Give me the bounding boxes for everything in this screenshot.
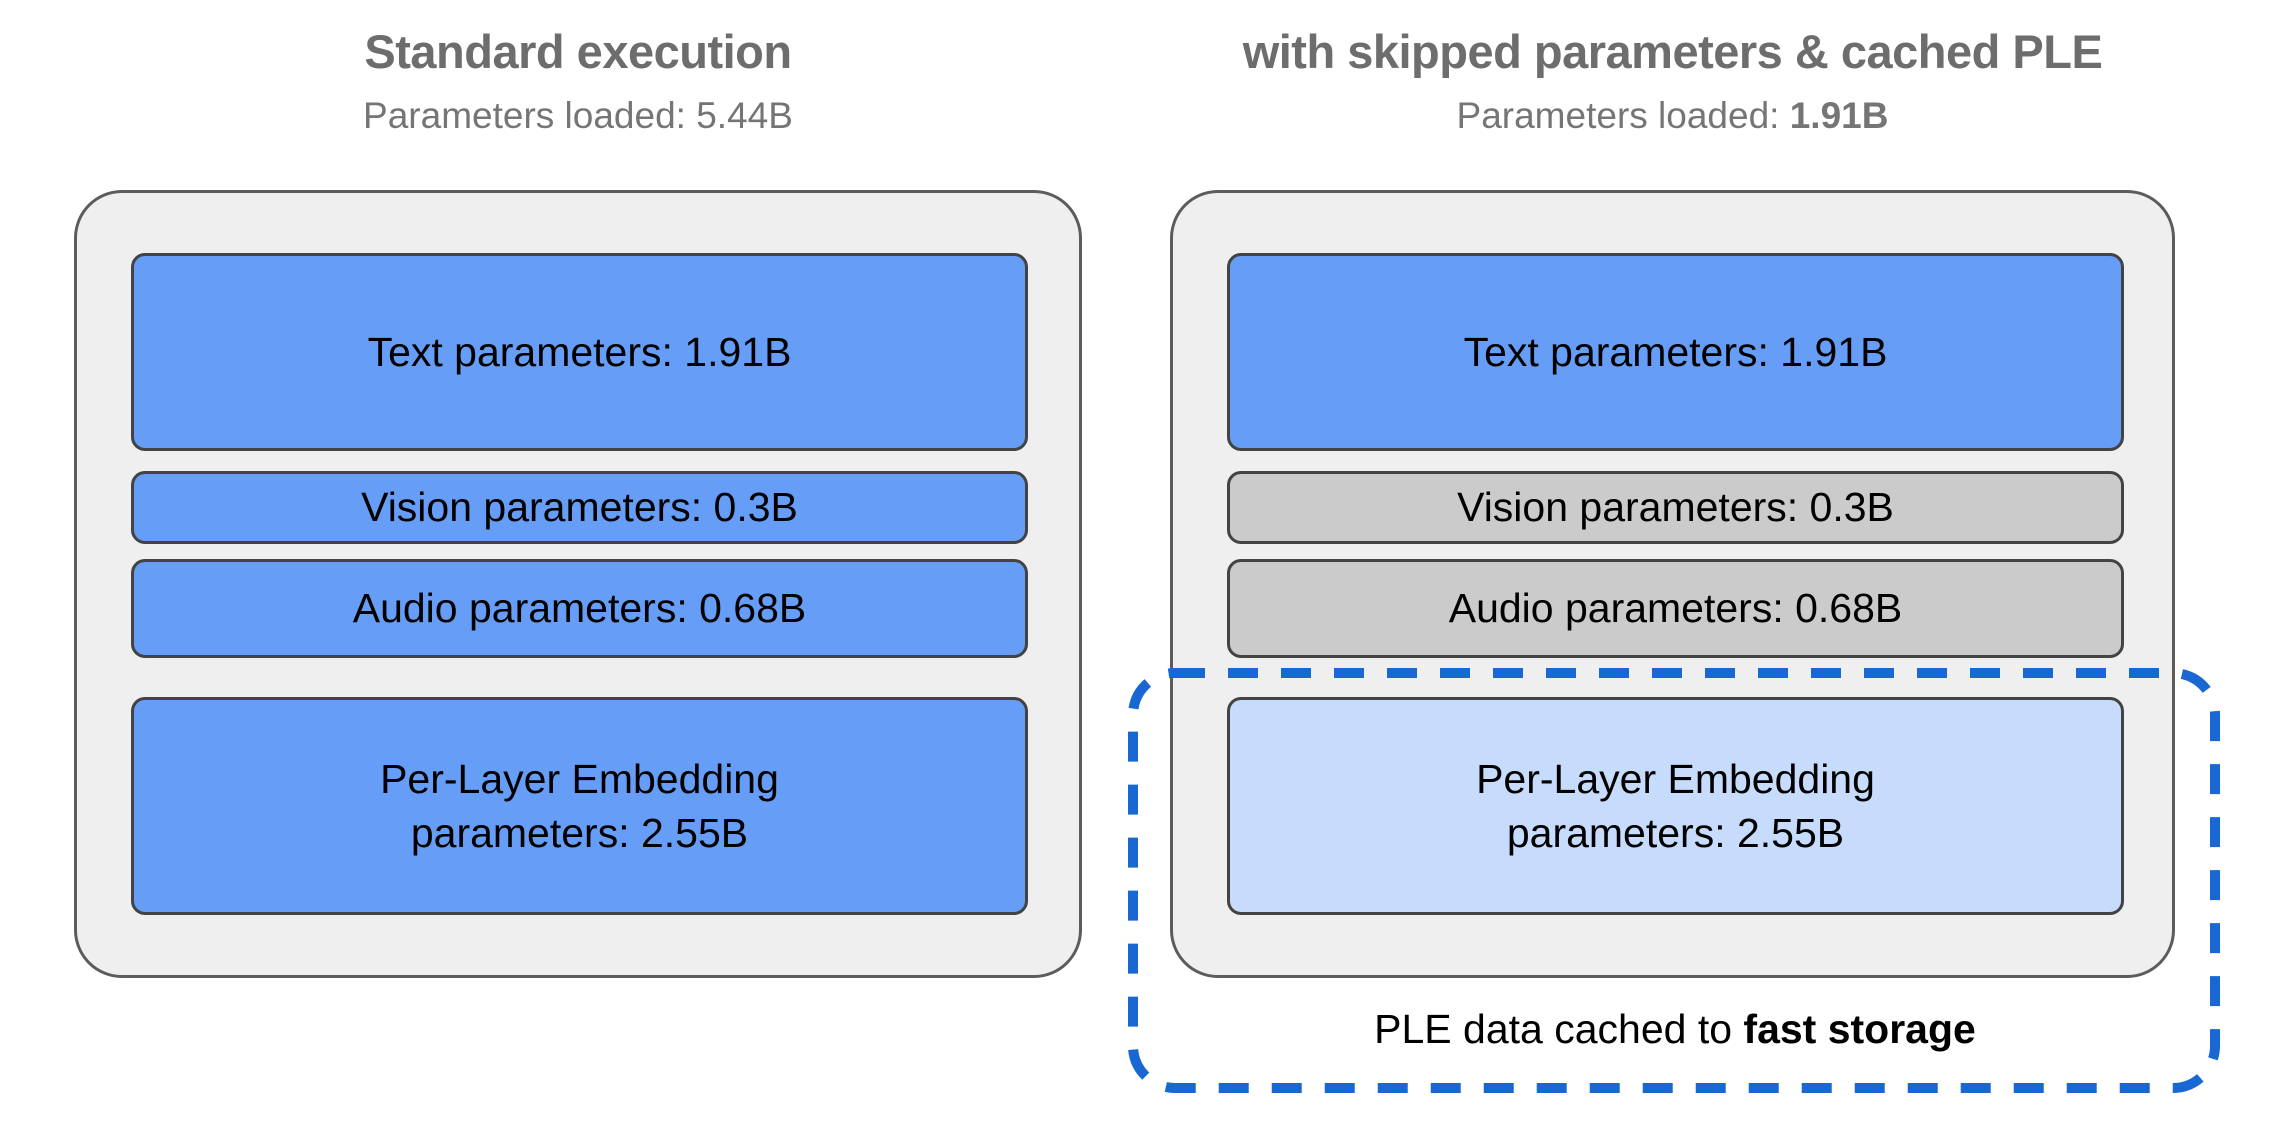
right-ple-label-line1: Per-Layer Embedding bbox=[1476, 755, 1875, 802]
left-text-parameters-label: Text parameters: 1.91B bbox=[367, 328, 792, 375]
left-panel-header: Standard execution Parameters loaded: 5.… bbox=[74, 24, 1082, 137]
right-panel-header: with skipped parameters & cached PLE Par… bbox=[1170, 24, 2175, 137]
right-panel-title: with skipped parameters & cached PLE bbox=[1242, 25, 2103, 78]
left-vision-parameters-label: Vision parameters: 0.3B bbox=[361, 484, 798, 531]
left-subtitle-value: 5.44B bbox=[696, 95, 793, 136]
left-audio-parameters-label: Audio parameters: 0.68B bbox=[352, 585, 807, 632]
left-ple-label-line1: Per-Layer Embedding bbox=[380, 755, 779, 802]
left-panel-subtitle: Parameters loaded: 5.44B bbox=[74, 95, 1082, 137]
right-text-parameters-label: Text parameters: 1.91B bbox=[1463, 328, 1888, 375]
left-ple-label-line2: parameters: 2.55B bbox=[410, 810, 749, 856]
left-vision-parameters-box: Vision parameters: 0.3B bbox=[131, 471, 1028, 544]
standard-execution-container: Text parameters: 1.91B Vision parameters… bbox=[74, 190, 1082, 978]
ple-cache-caption-bold: fast storage bbox=[1743, 1006, 1976, 1052]
right-per-layer-embedding-box-cached: Per-Layer Embedding parameters: 2.55B bbox=[1227, 697, 2124, 915]
skipped-parameters-container: Text parameters: 1.91B Vision parameters… bbox=[1170, 190, 2175, 978]
left-per-layer-embedding-box: Per-Layer Embedding parameters: 2.55B bbox=[131, 697, 1028, 915]
left-text-parameters-box: Text parameters: 1.91B bbox=[131, 253, 1028, 451]
right-panel-subtitle: Parameters loaded: 1.91B bbox=[1170, 95, 2175, 137]
right-subtitle-value: 1.91B bbox=[1789, 95, 1889, 136]
right-subtitle-prefix: Parameters loaded: bbox=[1456, 95, 1790, 136]
right-text-parameters-box: Text parameters: 1.91B bbox=[1227, 253, 2124, 451]
right-audio-parameters-box-skipped: Audio parameters: 0.68B bbox=[1227, 559, 2124, 658]
ple-cache-caption-prefix: PLE data cached to bbox=[1374, 1006, 1744, 1052]
left-subtitle-prefix: Parameters loaded: bbox=[363, 95, 697, 136]
right-ple-label-line2: parameters: 2.55B bbox=[1506, 810, 1845, 856]
right-audio-parameters-label: Audio parameters: 0.68B bbox=[1448, 585, 1903, 632]
left-audio-parameters-box: Audio parameters: 0.68B bbox=[131, 559, 1028, 658]
right-vision-parameters-label: Vision parameters: 0.3B bbox=[1457, 484, 1894, 531]
ple-cache-caption: PLE data cached to fast storage bbox=[1135, 1006, 2215, 1053]
right-vision-parameters-box-skipped: Vision parameters: 0.3B bbox=[1227, 471, 2124, 544]
left-panel-title: Standard execution bbox=[364, 25, 792, 78]
